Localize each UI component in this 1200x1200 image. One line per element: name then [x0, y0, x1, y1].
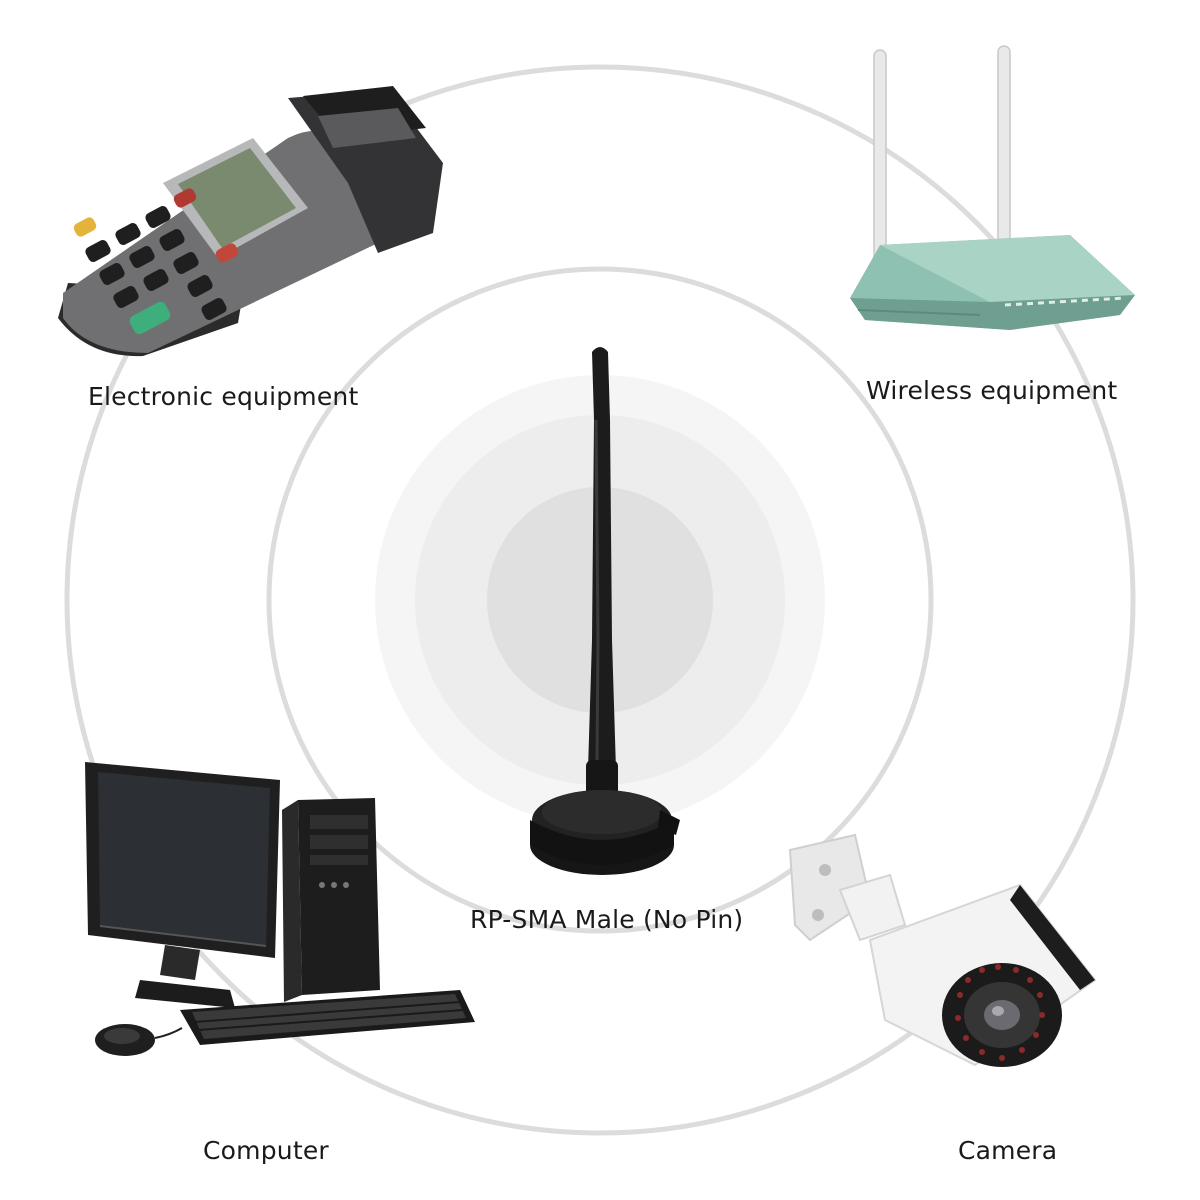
wireless-equipment-label: Wireless equipment	[866, 376, 1118, 405]
antenna-connector-label: RP-SMA Male (No Pin)	[470, 905, 744, 934]
pos-terminal-icon	[58, 86, 443, 357]
antenna-icon	[530, 347, 680, 875]
camera-label: Camera	[958, 1136, 1058, 1165]
outer-ring	[64, 64, 1136, 1136]
computer-label: Computer	[203, 1136, 329, 1165]
camera-icon	[788, 833, 1097, 1067]
middle-ring	[266, 266, 934, 934]
computer-icon	[85, 762, 475, 1056]
electronic-equipment-label: Electronic equipment	[88, 382, 359, 411]
router-icon	[850, 45, 1135, 330]
